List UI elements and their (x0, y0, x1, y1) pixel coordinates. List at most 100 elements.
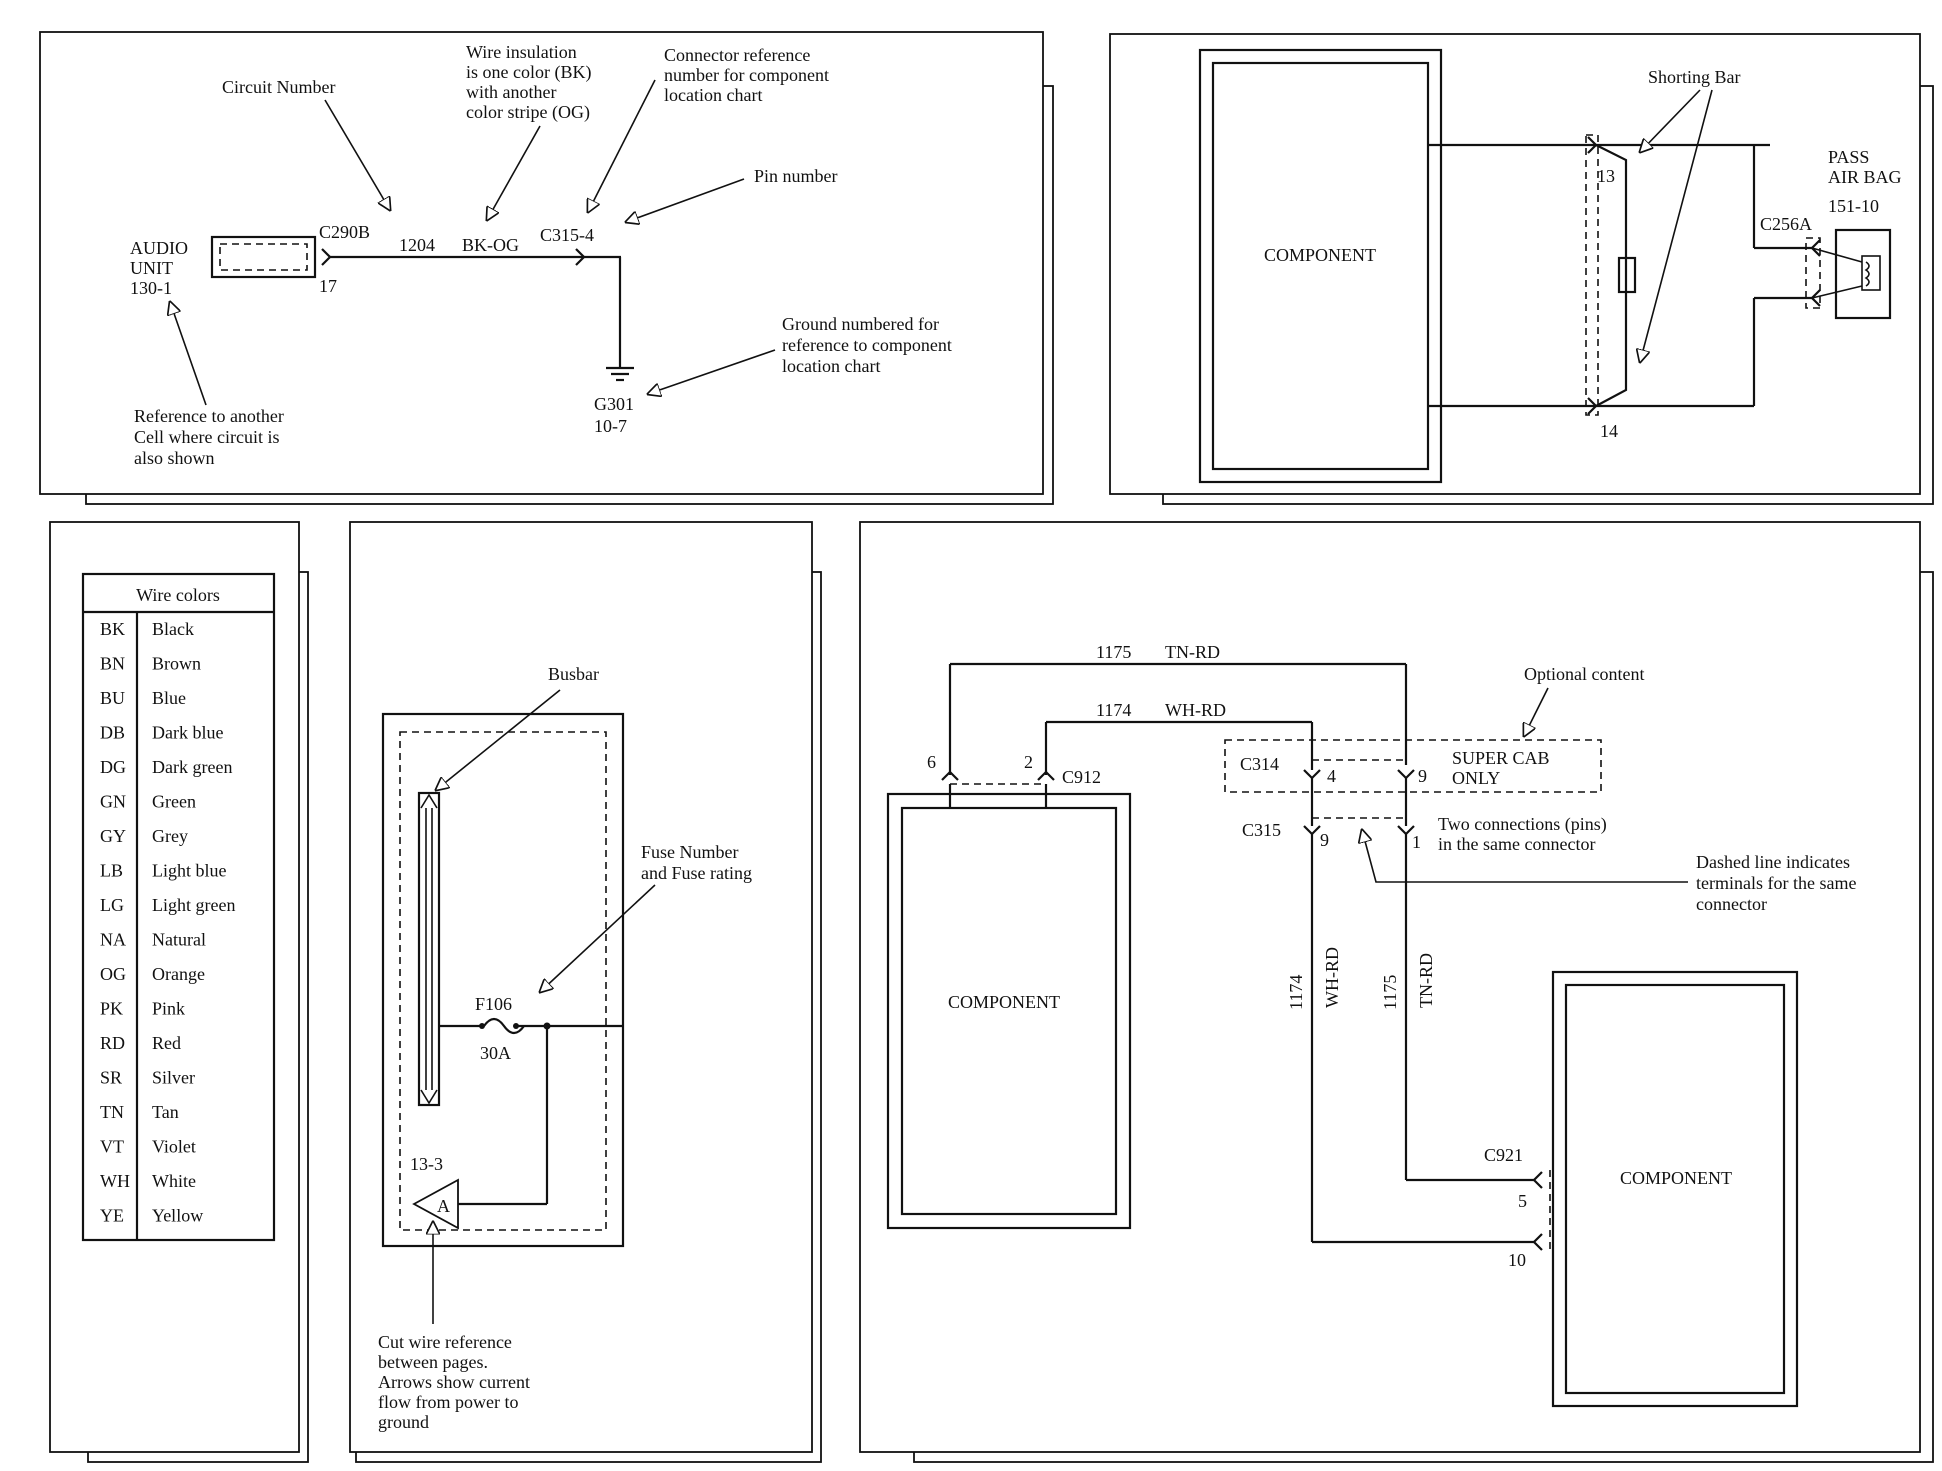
vertical-circuit-1174: 1174 (1286, 975, 1306, 1010)
air-bag-label-line2: AIR BAG (1828, 167, 1902, 187)
wire-colors-title: Wire colors (136, 585, 220, 605)
pin-17: 17 (319, 276, 337, 296)
wire-color-name-og: Orange (152, 964, 205, 984)
dashed-line-callout-line2: terminals for the same (1696, 873, 1856, 893)
wire-color-name-bn: Brown (152, 654, 201, 674)
wire-color-name-gn: Green (152, 792, 196, 812)
wire-color-bk-og: BK-OG (462, 235, 519, 255)
cut-ref-number: 13-3 (410, 1154, 443, 1174)
pin-number-callout: Pin number (754, 166, 838, 186)
wire-color-name-db: Dark blue (152, 723, 223, 743)
wire-code-ye: YE (100, 1206, 124, 1226)
busbar (417, 791, 441, 1107)
top-color-tn-rd: TN-RD (1165, 642, 1220, 662)
dashed-line-callout-line3: connector (1696, 894, 1767, 914)
wire-code-rd: RD (100, 1033, 125, 1053)
wire-color-name-wh: White (152, 1171, 196, 1191)
connector-c921: C921 (1484, 1145, 1523, 1165)
top-circuit-1175: 1175 (1096, 642, 1131, 662)
cell-ref-callout-line1: Reference to another (134, 406, 284, 426)
pin-5: 5 (1518, 1191, 1527, 1211)
wire-code-bu: BU (100, 688, 125, 708)
fuse-callout-line1: Fuse Number (641, 842, 739, 862)
pin-c315-1: 1 (1412, 832, 1421, 852)
ground-ref-10-7: 10-7 (594, 416, 627, 436)
super-cab-line2: ONLY (1452, 768, 1500, 788)
cut-callout-line3: Arrows show current (378, 1372, 530, 1392)
circuit-number-callout: Circuit Number (222, 77, 335, 97)
circuit-number-1204: 1204 (399, 235, 435, 255)
connector-c315-4: C315-4 (540, 225, 594, 245)
wire-color-name-rd: Red (152, 1033, 181, 1053)
wire-code-gy: GY (100, 826, 126, 846)
connector-c912: C912 (1062, 767, 1101, 787)
audio-unit-label-line2: UNIT (130, 258, 173, 278)
wire-code-gn: GN (100, 792, 126, 812)
wire-code-wh: WH (100, 1171, 130, 1191)
shorting-bar (1595, 144, 1637, 407)
pin-13: 13 (1597, 166, 1615, 186)
panel-fuse-busbar: Busbar F106 30A Fuse Number and Fuse rat… (349, 521, 822, 1463)
cell-ref-callout-line3: also shown (134, 448, 215, 468)
dashed-line-callout-line1: Dashed line indicates (1696, 852, 1850, 872)
wire-code-vt: VT (100, 1137, 124, 1157)
insulation-callout-line2: is one color (BK) (466, 62, 591, 83)
cut-callout-line2: between pages. (378, 1352, 488, 1372)
two-connections-callout-line2: in the same connector (1438, 834, 1595, 854)
wire-color-name-dg: Dark green (152, 757, 232, 777)
fuse-callout-line2: and Fuse rating (641, 863, 752, 883)
mid-circuit-1174: 1174 (1096, 700, 1131, 720)
air-bag-module (1811, 228, 1892, 320)
wire-code-pk: PK (100, 999, 123, 1019)
pin-14: 14 (1600, 421, 1618, 441)
cell-ref-callout-line2: Cell where circuit is (134, 427, 279, 447)
pin-c314-9: 9 (1418, 766, 1427, 786)
panel-optional-connectors: 1175 TN-RD 1174 WH-RD 6 2 C912 COMPONENT… (859, 521, 1934, 1463)
ground-callout-line1: Ground numbered for (782, 314, 939, 334)
left-component-label: COMPONENT (948, 992, 1060, 1012)
component-label: COMPONENT (1264, 245, 1376, 265)
vertical-color-wh-rd: WH-RD (1322, 947, 1342, 1008)
panel-wire-colors: Wire colors (49, 521, 309, 1463)
wire-code-bk: BK (100, 619, 125, 639)
two-connections-callout-line1: Two connections (pins) (1438, 814, 1607, 835)
wire-code-na: NA (100, 930, 126, 950)
audio-unit-label-line3: 130-1 (130, 278, 172, 298)
fuse-f106 (479, 1017, 525, 1035)
connector-c314: C314 (1240, 754, 1279, 774)
ground-callout-line2: reference to component (782, 335, 952, 355)
cut-wire-reference: A (412, 1178, 459, 1230)
vertical-circuit-1175: 1175 (1380, 975, 1400, 1010)
wire-color-name-ye: Yellow (152, 1206, 203, 1226)
connector-c256a: C256A (1760, 214, 1812, 234)
right-component-label: COMPONENT (1620, 1168, 1732, 1188)
wire-code-dg: DG (100, 757, 126, 777)
cut-callout-line5: ground (378, 1412, 429, 1432)
fuse-id: F106 (475, 994, 512, 1014)
pin-2: 2 (1024, 752, 1033, 772)
wire-color-name-lb: Light blue (152, 861, 227, 881)
pin-c315-9: 9 (1320, 830, 1329, 850)
insulation-callout-line4: color stripe (OG) (466, 102, 590, 123)
wire-color-name-bk: Black (152, 619, 194, 639)
connector-ref-callout-line1: Connector reference (664, 45, 810, 65)
cut-letter: A (437, 1196, 450, 1216)
audio-unit-label-line1: AUDIO (130, 238, 188, 258)
wire-color-name-tn: Tan (152, 1102, 179, 1122)
connector-c315: C315 (1242, 820, 1281, 840)
cut-callout-line1: Cut wire reference (378, 1332, 512, 1352)
wire-code-tn: TN (100, 1102, 124, 1122)
wire-color-name-na: Natural (152, 930, 206, 950)
wire-code-db: DB (100, 723, 125, 743)
mid-color-wh-rd: WH-RD (1165, 700, 1226, 720)
panel-shorting-bar: COMPONENT 13 14 Shorting Bar C256A (1109, 33, 1934, 505)
audio-unit-connector-block (210, 235, 317, 279)
connector-ref-callout-line2: number for component (664, 65, 829, 85)
optional-content-box (1224, 739, 1602, 793)
air-bag-label-line3: 151-10 (1828, 196, 1879, 216)
wire-code-lg: LG (100, 895, 124, 915)
connector-c290b: C290B (319, 222, 370, 242)
wire-color-name-vt: Violet (152, 1137, 196, 1157)
